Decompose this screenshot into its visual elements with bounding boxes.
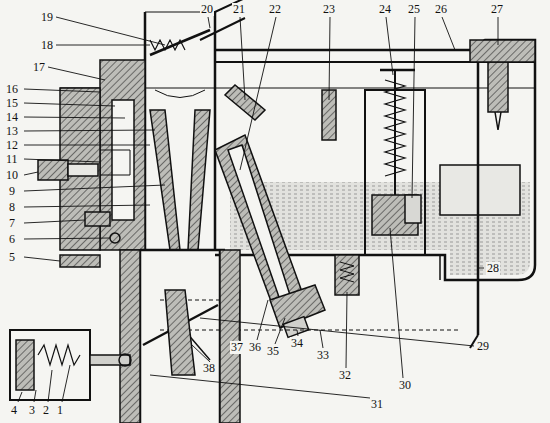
callout-number: 25 bbox=[407, 3, 421, 16]
callout-number: 19 bbox=[40, 11, 54, 24]
callout-number: 33 bbox=[316, 349, 330, 362]
callout-number: 13 bbox=[5, 125, 19, 138]
callout-number: 9 bbox=[8, 185, 16, 198]
callout-number: 16 bbox=[5, 83, 19, 96]
callout-number: 4 bbox=[10, 404, 18, 417]
callout-number: 24 bbox=[378, 3, 392, 16]
callout-number: 26 bbox=[434, 3, 448, 16]
callout-number: 18 bbox=[40, 39, 54, 52]
callout-number: 1 bbox=[56, 404, 64, 417]
callout-number: 29 bbox=[476, 340, 490, 353]
callout-number: 3 bbox=[28, 404, 36, 417]
callout-number: 32 bbox=[338, 369, 352, 382]
callout-number: 23 bbox=[322, 3, 336, 16]
callout-number: 7 bbox=[8, 217, 16, 230]
callout-number: 20 bbox=[200, 3, 214, 16]
callout-number: 27 bbox=[490, 3, 504, 16]
callout-number: 31 bbox=[370, 398, 384, 411]
callout-number: 2 bbox=[42, 404, 50, 417]
callout-number: 14 bbox=[5, 111, 19, 124]
callout-number: 8 bbox=[8, 201, 16, 214]
callout-number: 28 bbox=[486, 262, 500, 275]
callout-number: 38 bbox=[202, 362, 216, 375]
callout-number: 12 bbox=[5, 139, 19, 152]
callout-number: 10 bbox=[5, 169, 19, 182]
callout-number: 37 bbox=[230, 341, 244, 354]
callout-number: 35 bbox=[266, 345, 280, 358]
callout-number: 5 bbox=[8, 251, 16, 264]
callout-number: 36 bbox=[248, 341, 262, 354]
callout-number: 30 bbox=[398, 379, 412, 392]
callout-number: 15 bbox=[5, 97, 19, 110]
callout-number: 34 bbox=[290, 337, 304, 350]
callout-number: 11 bbox=[5, 153, 19, 166]
callout-number: 22 bbox=[268, 3, 282, 16]
callout-number: 6 bbox=[8, 233, 16, 246]
callout-number: 21 bbox=[232, 3, 246, 16]
callout-number: 17 bbox=[32, 61, 46, 74]
